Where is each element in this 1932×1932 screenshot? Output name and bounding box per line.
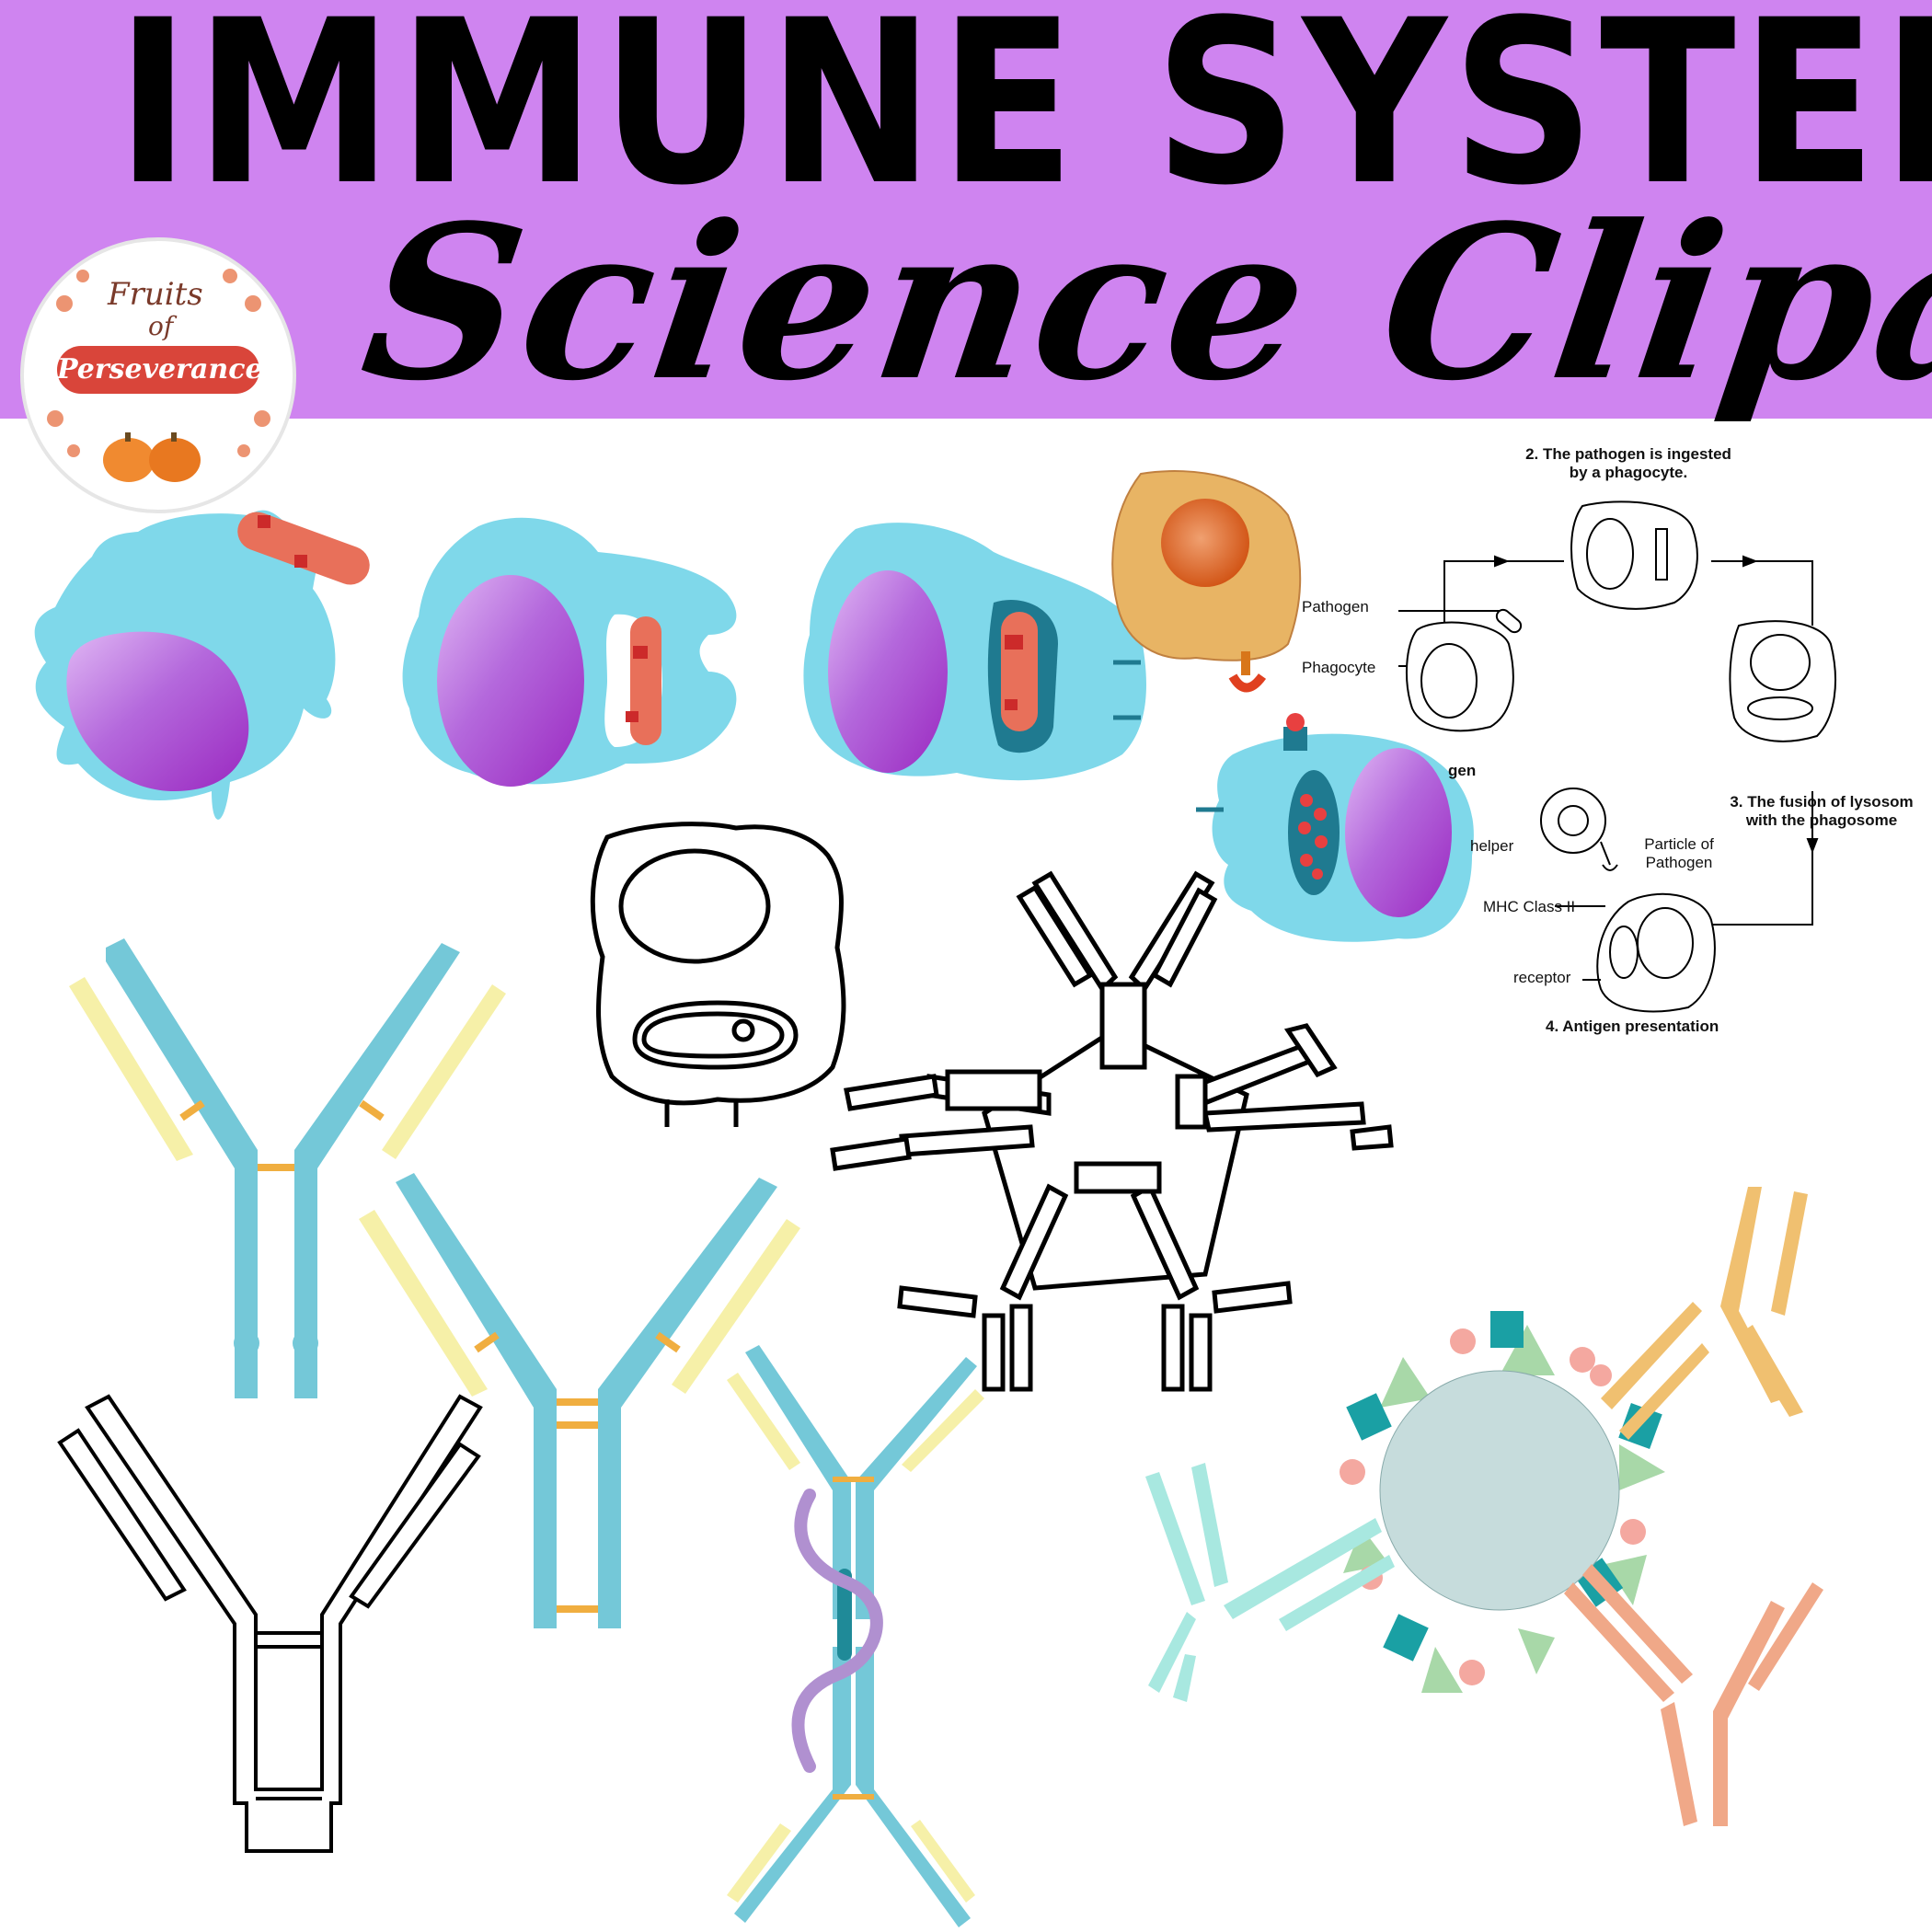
logo-line-2: of — [148, 311, 174, 341]
antibody-3 — [727, 1345, 984, 1927]
diagram-label-particle: Particle of Pathogen — [1644, 835, 1714, 871]
antibody-outline — [57, 1394, 483, 1853]
phagocyte-2 — [402, 517, 737, 787]
title-banner — [0, 0, 1932, 419]
diagram-label-receptor: receptor — [1513, 969, 1571, 986]
antibody-salmon — [1564, 1564, 1823, 1826]
diagram-step-2: 2. The pathogen is ingested by a phagocy… — [1525, 445, 1731, 481]
virus-particle — [1340, 1311, 1665, 1693]
logo-line-3: Perseverance — [57, 346, 263, 394]
phagocyte-3 — [803, 523, 1146, 781]
diagram-label-phagocyte: Phagocyte — [1302, 659, 1376, 676]
diagram-label-mhc: MHC Class II — [1483, 898, 1576, 915]
diagram-step-3: 3. The fusion of lysosom with the phagos… — [1730, 793, 1914, 829]
igm-pentamer — [830, 870, 1394, 1392]
diagram-label-gen: gen — [1448, 762, 1477, 779]
page-title: IMMUNE SYSTEM — [116, 0, 1932, 236]
phagocyte-1 — [34, 510, 370, 820]
logo: Fruits of Perseverance — [20, 237, 296, 513]
antibody-orange — [1601, 1187, 1808, 1440]
phagocyte-4 — [1196, 713, 1474, 942]
antibody-mint — [1145, 1463, 1395, 1702]
diagram-label-pathogen: Pathogen — [1302, 598, 1369, 615]
logo-line-1: Fruits — [108, 276, 203, 313]
phagocyte-outline — [590, 822, 846, 1127]
orange-cell — [1111, 470, 1302, 693]
phagocytosis-diagram — [1398, 500, 1836, 1013]
diagram-step-4: 4. Antigen presentation — [1546, 1018, 1719, 1035]
diagram-label-helper: helper — [1470, 837, 1514, 855]
antibody-1 — [69, 938, 506, 1398]
antibody-2 — [359, 1173, 800, 1628]
